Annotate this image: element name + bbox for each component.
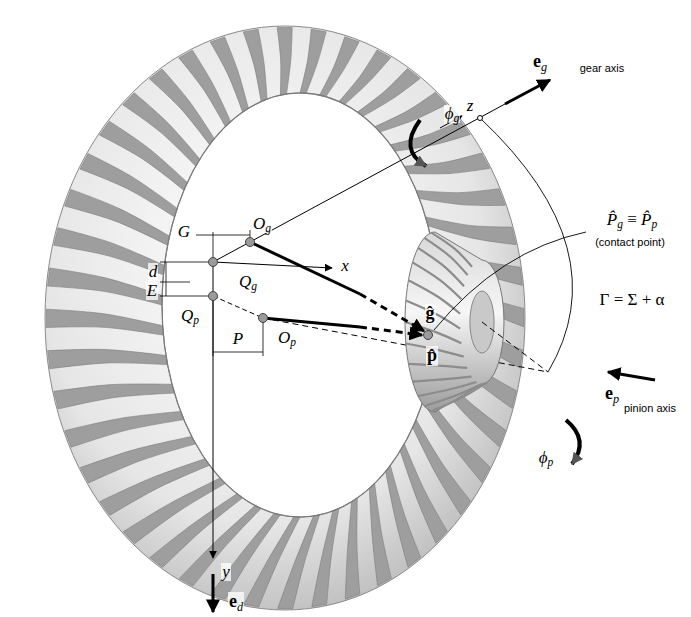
figure-label: E <box>146 282 158 301</box>
position-vector <box>360 294 424 331</box>
gear-axis-line <box>213 104 505 262</box>
point-marker <box>209 258 218 267</box>
gear-tooth-slot <box>345 498 359 599</box>
gear-tooth-slot <box>243 29 267 101</box>
figure-label: Γ = Σ + α <box>599 291 666 310</box>
figure-label: Qg <box>238 273 258 292</box>
gear-tooth-slot <box>390 121 470 152</box>
gear-tooth-slot <box>404 153 489 174</box>
dimension-line <box>196 235 250 236</box>
point-marker <box>209 292 218 301</box>
ring-gear <box>45 26 525 610</box>
gear-tooth-slot <box>369 483 391 585</box>
gear-axis-vector <box>505 80 550 104</box>
dimension-tick <box>160 296 208 297</box>
dimension-tick <box>250 230 251 238</box>
point-marker <box>259 314 268 323</box>
figure-label: P <box>232 330 244 349</box>
figure-label: y <box>221 563 231 582</box>
gear-tooth-slot <box>278 515 320 609</box>
point-marker <box>246 238 255 247</box>
figure-label: pinion axis <box>623 402 677 414</box>
gear-tooth-slot <box>375 92 447 132</box>
position-vector <box>360 327 422 335</box>
leader-line <box>434 232 586 330</box>
dimension-tick <box>160 282 190 283</box>
pinion-tooth <box>418 248 464 286</box>
gear-tooth-slot <box>54 384 175 409</box>
gear-tooth-slot <box>65 411 184 447</box>
pinion-tooth <box>418 382 477 396</box>
dimension-tick <box>213 300 214 356</box>
pinion-tooth <box>413 262 462 299</box>
gear-tooth-slot <box>48 349 168 368</box>
position-vector <box>250 242 360 294</box>
gear-tooth-slot <box>179 506 261 587</box>
gear-tooth-slot <box>80 436 195 483</box>
figure-label: P̂g ≡ P̂p <box>606 211 658 230</box>
figure-label: G <box>177 223 191 242</box>
gear-tooth-slot <box>300 29 326 93</box>
rotation-arrow <box>410 120 426 166</box>
figure-label: Og <box>252 215 272 234</box>
dimension-tick <box>263 322 264 356</box>
figure-label: eg <box>532 52 548 72</box>
gear-tooth-slot <box>416 189 505 206</box>
dimension-tick <box>160 262 208 263</box>
pinion <box>405 232 548 412</box>
gear-tooth-slot <box>244 517 300 607</box>
gear-tooth-slot <box>46 309 163 335</box>
figure-label: x <box>340 257 350 276</box>
figure-label: p̂ <box>426 346 438 366</box>
figure-label: Op <box>277 329 297 348</box>
figure-label: Qp <box>180 307 200 326</box>
figure-label: ed <box>228 592 244 612</box>
gear-tooth-slot <box>277 28 292 96</box>
pinion-tooth <box>413 377 472 382</box>
figure-label: gear axis <box>579 62 626 74</box>
shaft-angle-arc <box>480 118 572 372</box>
position-vector <box>263 318 360 327</box>
pinion-tooth <box>424 384 481 406</box>
figure-label: ĝ <box>425 304 436 324</box>
rotation-arrow <box>566 420 580 464</box>
arc-end <box>478 116 483 121</box>
dimension-tick <box>213 232 214 258</box>
figure-label: d <box>148 263 159 282</box>
pinion-tooth <box>431 233 472 267</box>
gear-tooth-slot <box>211 513 281 599</box>
axis-lines <box>160 80 550 612</box>
figure-label: (contact point) <box>594 236 666 248</box>
gear-tooth-slot <box>386 465 421 567</box>
figure-label: ep <box>604 384 620 404</box>
figure-label: ϕg <box>444 105 461 124</box>
gear-tooth-slot <box>150 494 243 568</box>
y-axis-line <box>213 262 214 558</box>
figure-label: z <box>466 97 475 116</box>
dimension-line <box>213 352 263 353</box>
x-axis-line <box>213 262 332 268</box>
figure-label: ϕp <box>538 449 555 468</box>
gear-tooth-slot <box>48 268 162 305</box>
offset-vector <box>212 574 215 612</box>
pinion-axis-vector <box>608 372 655 380</box>
point-marker <box>424 331 433 340</box>
offset-line <box>213 296 263 318</box>
gear-tooth-slot <box>210 37 248 112</box>
vectors <box>209 116 656 465</box>
dimension-line <box>166 262 167 296</box>
